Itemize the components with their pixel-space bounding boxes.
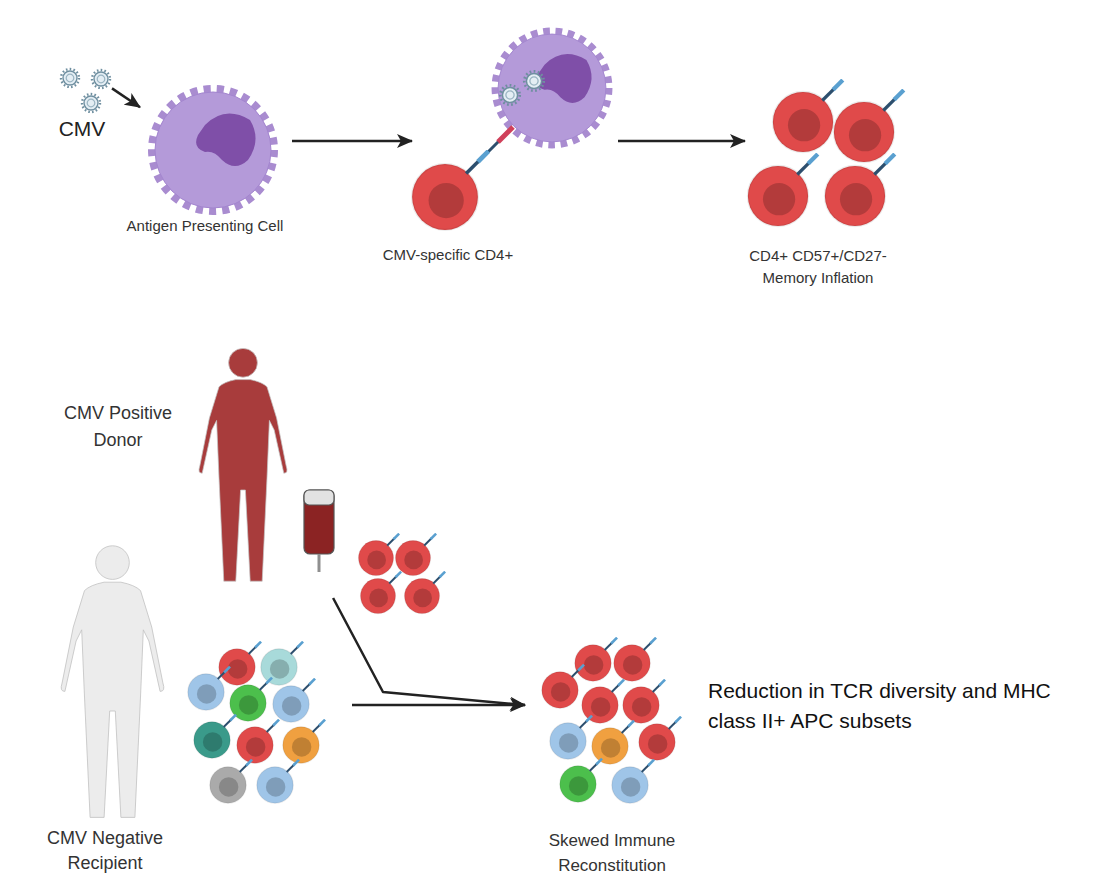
blood-bag-tube <box>318 554 321 572</box>
node-label: CMV Positive Donor <box>51 400 186 454</box>
apc-cell <box>153 90 273 210</box>
flow-arrow <box>292 140 412 143</box>
node-label: CMV <box>42 116 122 142</box>
node-label: Skewed Immune Reconstitution <box>542 828 682 878</box>
skewed-t-cell <box>542 665 584 709</box>
skewed-t-cell <box>550 716 592 760</box>
cd4-t-cell <box>412 151 488 230</box>
mhc-peptide <box>498 127 513 142</box>
virus-particle <box>92 70 110 88</box>
blood-bag <box>304 490 334 554</box>
cell-group: Skewed Immune Reconstitution <box>525 640 690 875</box>
recipient-figure <box>61 546 164 818</box>
memory-t-cell <box>748 154 818 226</box>
recipient-t-cell <box>237 720 279 764</box>
skewed-t-cell <box>612 760 654 804</box>
virus-particle <box>61 69 79 87</box>
skewed-t-cell <box>575 638 617 682</box>
node-label: Antigen Presenting Cell <box>105 216 305 236</box>
flow-arrow <box>333 598 525 705</box>
node-label: CD4+ CD57+/CD27- Memory Inflation <box>743 245 893 289</box>
skewed-t-cell <box>560 759 602 803</box>
skewed-t-cell <box>592 721 634 765</box>
skewed-t-cell <box>639 717 681 761</box>
recipient-t-cell <box>210 760 252 804</box>
cell-group: CMV-specific CD4+ <box>412 28 618 264</box>
note-text: Reduction in TCR diversity and MHC class… <box>708 676 1078 736</box>
recipient-t-cell <box>230 678 272 722</box>
recipient-t-cell <box>261 642 303 686</box>
flow-arrow <box>352 704 525 707</box>
cell-group: Antigen Presenting Cell <box>140 88 292 236</box>
cell-group: CMV Positive Donor <box>55 345 450 598</box>
recipient-t-cell <box>188 667 230 711</box>
virus-particle <box>500 85 520 105</box>
cell-group: CMV Negative Recipient <box>35 540 352 875</box>
recipient-t-cell <box>283 720 325 764</box>
donor-t-cell <box>396 534 437 576</box>
skewed-t-cell <box>623 680 665 724</box>
recipient-t-cell <box>257 760 299 804</box>
skewed-t-cell <box>582 680 624 724</box>
virus-particle <box>524 71 544 91</box>
skewed-t-cell <box>614 638 656 682</box>
donor-t-cell <box>361 572 402 614</box>
node-label: CMV-specific CD4+ <box>353 245 543 265</box>
cell-group: CMV <box>50 62 112 150</box>
memory-t-cell <box>773 80 843 152</box>
flow-arrow <box>112 88 140 107</box>
blood-bag-top <box>304 490 334 505</box>
node-label: CMV Negative Recipient <box>38 826 173 876</box>
memory-t-cell <box>834 90 904 162</box>
flow-arrow <box>618 140 745 143</box>
recipient-t-cell <box>273 679 315 723</box>
cell-group: CD4+ CD57+/CD27- Memory Inflation <box>745 88 915 296</box>
donor-figure <box>199 348 287 581</box>
apc-cell <box>496 32 608 144</box>
memory-t-cell <box>825 154 895 226</box>
donor-t-cell <box>359 534 400 576</box>
recipient-t-cell <box>219 642 261 686</box>
recipient-t-cell <box>194 715 236 759</box>
donor-t-cell <box>405 572 446 614</box>
virus-particle <box>82 94 100 112</box>
